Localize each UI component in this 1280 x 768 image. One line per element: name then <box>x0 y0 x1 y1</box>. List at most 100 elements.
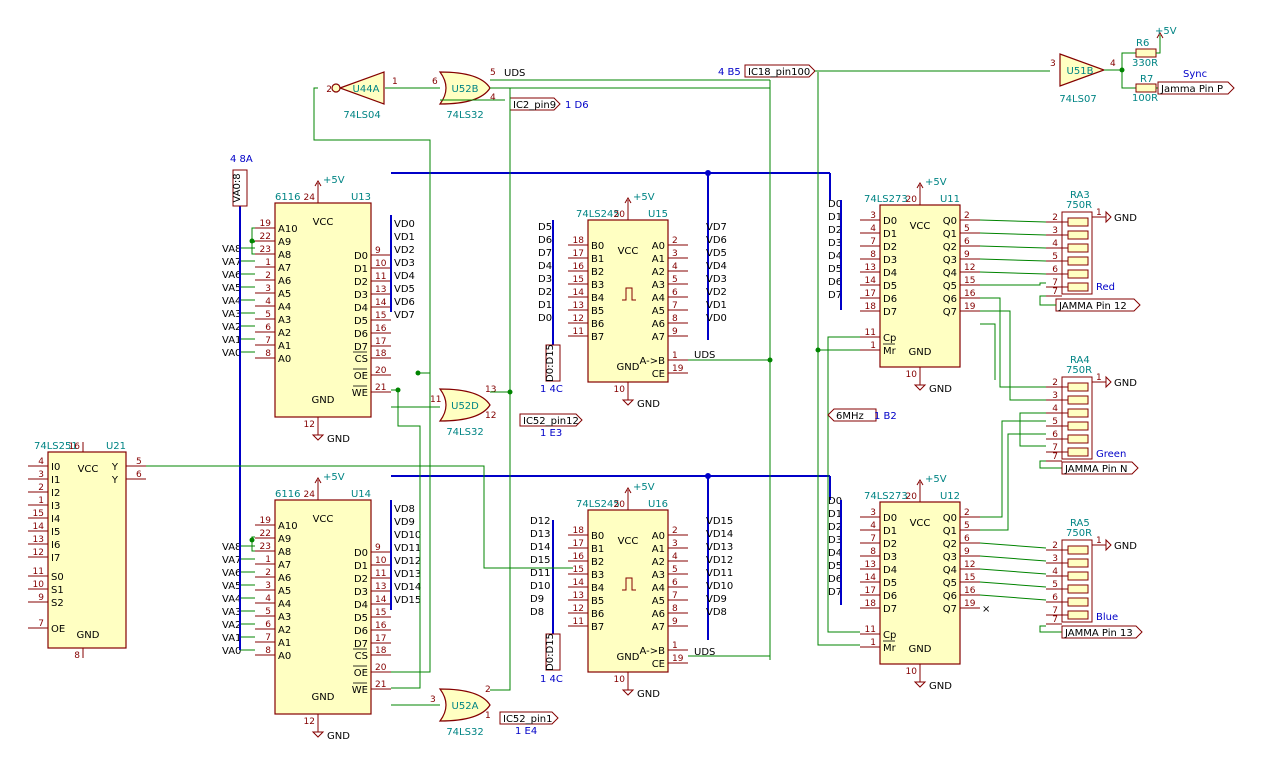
resistor-icon <box>1067 282 1089 292</box>
d-label-u11: D0 <box>828 199 842 210</box>
resistor-icon <box>1067 269 1089 279</box>
pin-name: OE <box>51 624 65 635</box>
pin-name: VCC <box>78 464 99 475</box>
gnd-label: GND <box>1114 378 1137 389</box>
d-label-u16: D10 <box>530 581 550 592</box>
pin-number: 19 <box>260 516 272 526</box>
pin-name: A->B <box>640 356 666 367</box>
d-label-u11: D1 <box>828 212 842 223</box>
pin-name: Q7 <box>943 604 957 615</box>
pin-name: D7 <box>883 307 897 318</box>
pin-number: 11 <box>375 569 386 579</box>
pin-name: D5 <box>354 613 368 624</box>
pin-number: 15 <box>33 509 44 519</box>
pin-number: 3 <box>265 581 271 591</box>
pin-name: VCC <box>618 536 639 547</box>
pin-number: 6 <box>672 578 678 588</box>
pin-number: 2 <box>672 526 678 536</box>
pin-name: D5 <box>883 281 897 292</box>
gnd-label-6: GND <box>929 681 952 692</box>
pin-name: A1 <box>652 544 665 555</box>
pin-name: D0 <box>883 216 897 227</box>
resistor-icon <box>1067 421 1089 431</box>
pin-number: 8 <box>265 349 271 359</box>
ground-icon <box>913 384 927 391</box>
vcc-arrow-icon <box>916 182 924 189</box>
pin-name: A2 <box>278 625 291 636</box>
pin-number: 2 <box>265 271 271 281</box>
pin-number: 10 <box>33 580 45 590</box>
gate-pin: 11 <box>430 395 441 405</box>
va-label-u13: VA3 <box>222 309 241 320</box>
inverter-icon <box>338 71 385 105</box>
pin-number: 12 <box>573 604 584 614</box>
pin-number: 23 <box>260 245 271 255</box>
d-label-u12: D3 <box>828 535 842 546</box>
vcc-arrow-icon <box>624 197 632 204</box>
pin-number: 3 <box>265 284 271 294</box>
pin-number: 20 <box>375 663 387 673</box>
wire <box>146 465 573 569</box>
pin-number: 19 <box>964 599 976 609</box>
clk-label-flag <box>827 408 877 422</box>
ic52-12-label: IC52_pin12 <box>523 416 579 427</box>
pin-number: 17 <box>375 634 386 644</box>
vd-label-u15: VD3 <box>706 274 727 285</box>
pin-name: D6 <box>883 591 897 602</box>
gate-pin: 12 <box>485 411 496 421</box>
d-ref-label-2: 1 4C <box>540 674 563 685</box>
pin-name: A1 <box>278 341 291 352</box>
r7-ref: R7 <box>1140 74 1153 85</box>
gate-pin: 4 <box>490 93 496 103</box>
gnd-label-4: GND <box>637 689 660 700</box>
pin-name: OE <box>354 371 368 382</box>
va-label-u14: VA0 <box>222 646 241 657</box>
d-label-u12: D7 <box>828 587 842 598</box>
pin-number: 7 <box>1052 452 1058 462</box>
wire <box>979 568 1047 575</box>
wire <box>980 310 1046 401</box>
d-label-u15: D4 <box>538 261 552 272</box>
pin-number: 4 <box>265 297 271 307</box>
pin-number: 3 <box>38 470 44 480</box>
pin-name: D7 <box>883 604 897 615</box>
gate-pin: 2 <box>485 685 491 695</box>
pin-name: GND <box>909 347 932 358</box>
pin-number: 9 <box>375 543 381 553</box>
pin-name: Cp <box>883 630 896 641</box>
pin-number: 14 <box>573 288 585 298</box>
chip-body <box>274 499 372 715</box>
pin-name: A0 <box>278 354 291 365</box>
pin-number: 11 <box>865 328 876 338</box>
pin-name: A4 <box>278 599 291 610</box>
vcc-arrow-icon <box>916 479 924 486</box>
pin-number: 5 <box>265 607 271 617</box>
pin-number: 6 <box>964 534 970 544</box>
pin-name: A5 <box>278 289 291 300</box>
pin-name: B1 <box>591 254 604 265</box>
vd-label-u13: VD2 <box>394 245 415 256</box>
pin-number: 12 <box>304 717 315 727</box>
pin-number: 4 <box>672 262 678 272</box>
uds-label-top: UDS <box>504 68 525 79</box>
pin-name: VCC <box>313 217 334 228</box>
pin-name: A10 <box>278 521 298 532</box>
ic18-ref-label: 4 B5 <box>718 67 741 78</box>
pin-number: 17 <box>573 249 584 259</box>
pin-name: D1 <box>883 526 897 537</box>
pin-number: 11 <box>865 625 876 635</box>
gate-value: 74LS04 <box>343 110 380 121</box>
pin-name: A8 <box>278 250 291 261</box>
vd-label-u14: VD10 <box>394 530 421 541</box>
wire <box>979 594 1047 601</box>
pin-number: 2 <box>38 483 44 493</box>
pin-number: 14 <box>375 298 387 308</box>
vcc-arrow-icon <box>314 180 322 187</box>
pin-number: 7 <box>1052 615 1058 625</box>
pin-name: D3 <box>354 290 368 301</box>
resistor-icon <box>1067 408 1089 418</box>
